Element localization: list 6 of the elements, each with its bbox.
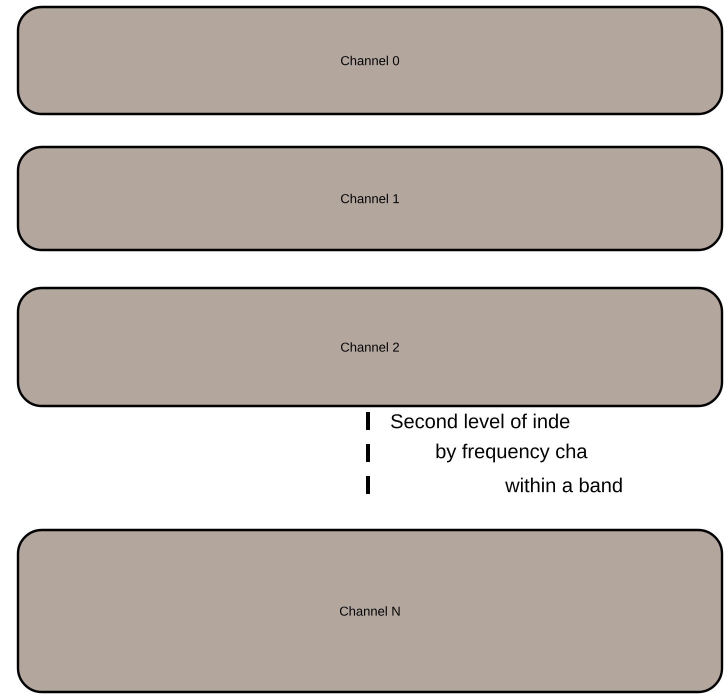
channel-box: Channel N xyxy=(16,528,724,694)
channel-box: Channel 2 xyxy=(16,286,724,408)
note-text: by frequency cha xyxy=(436,444,588,462)
channel-box: Channel 0 xyxy=(16,6,724,116)
channel-box: Channel 1 xyxy=(16,146,724,252)
note-text: within a band xyxy=(505,478,622,492)
